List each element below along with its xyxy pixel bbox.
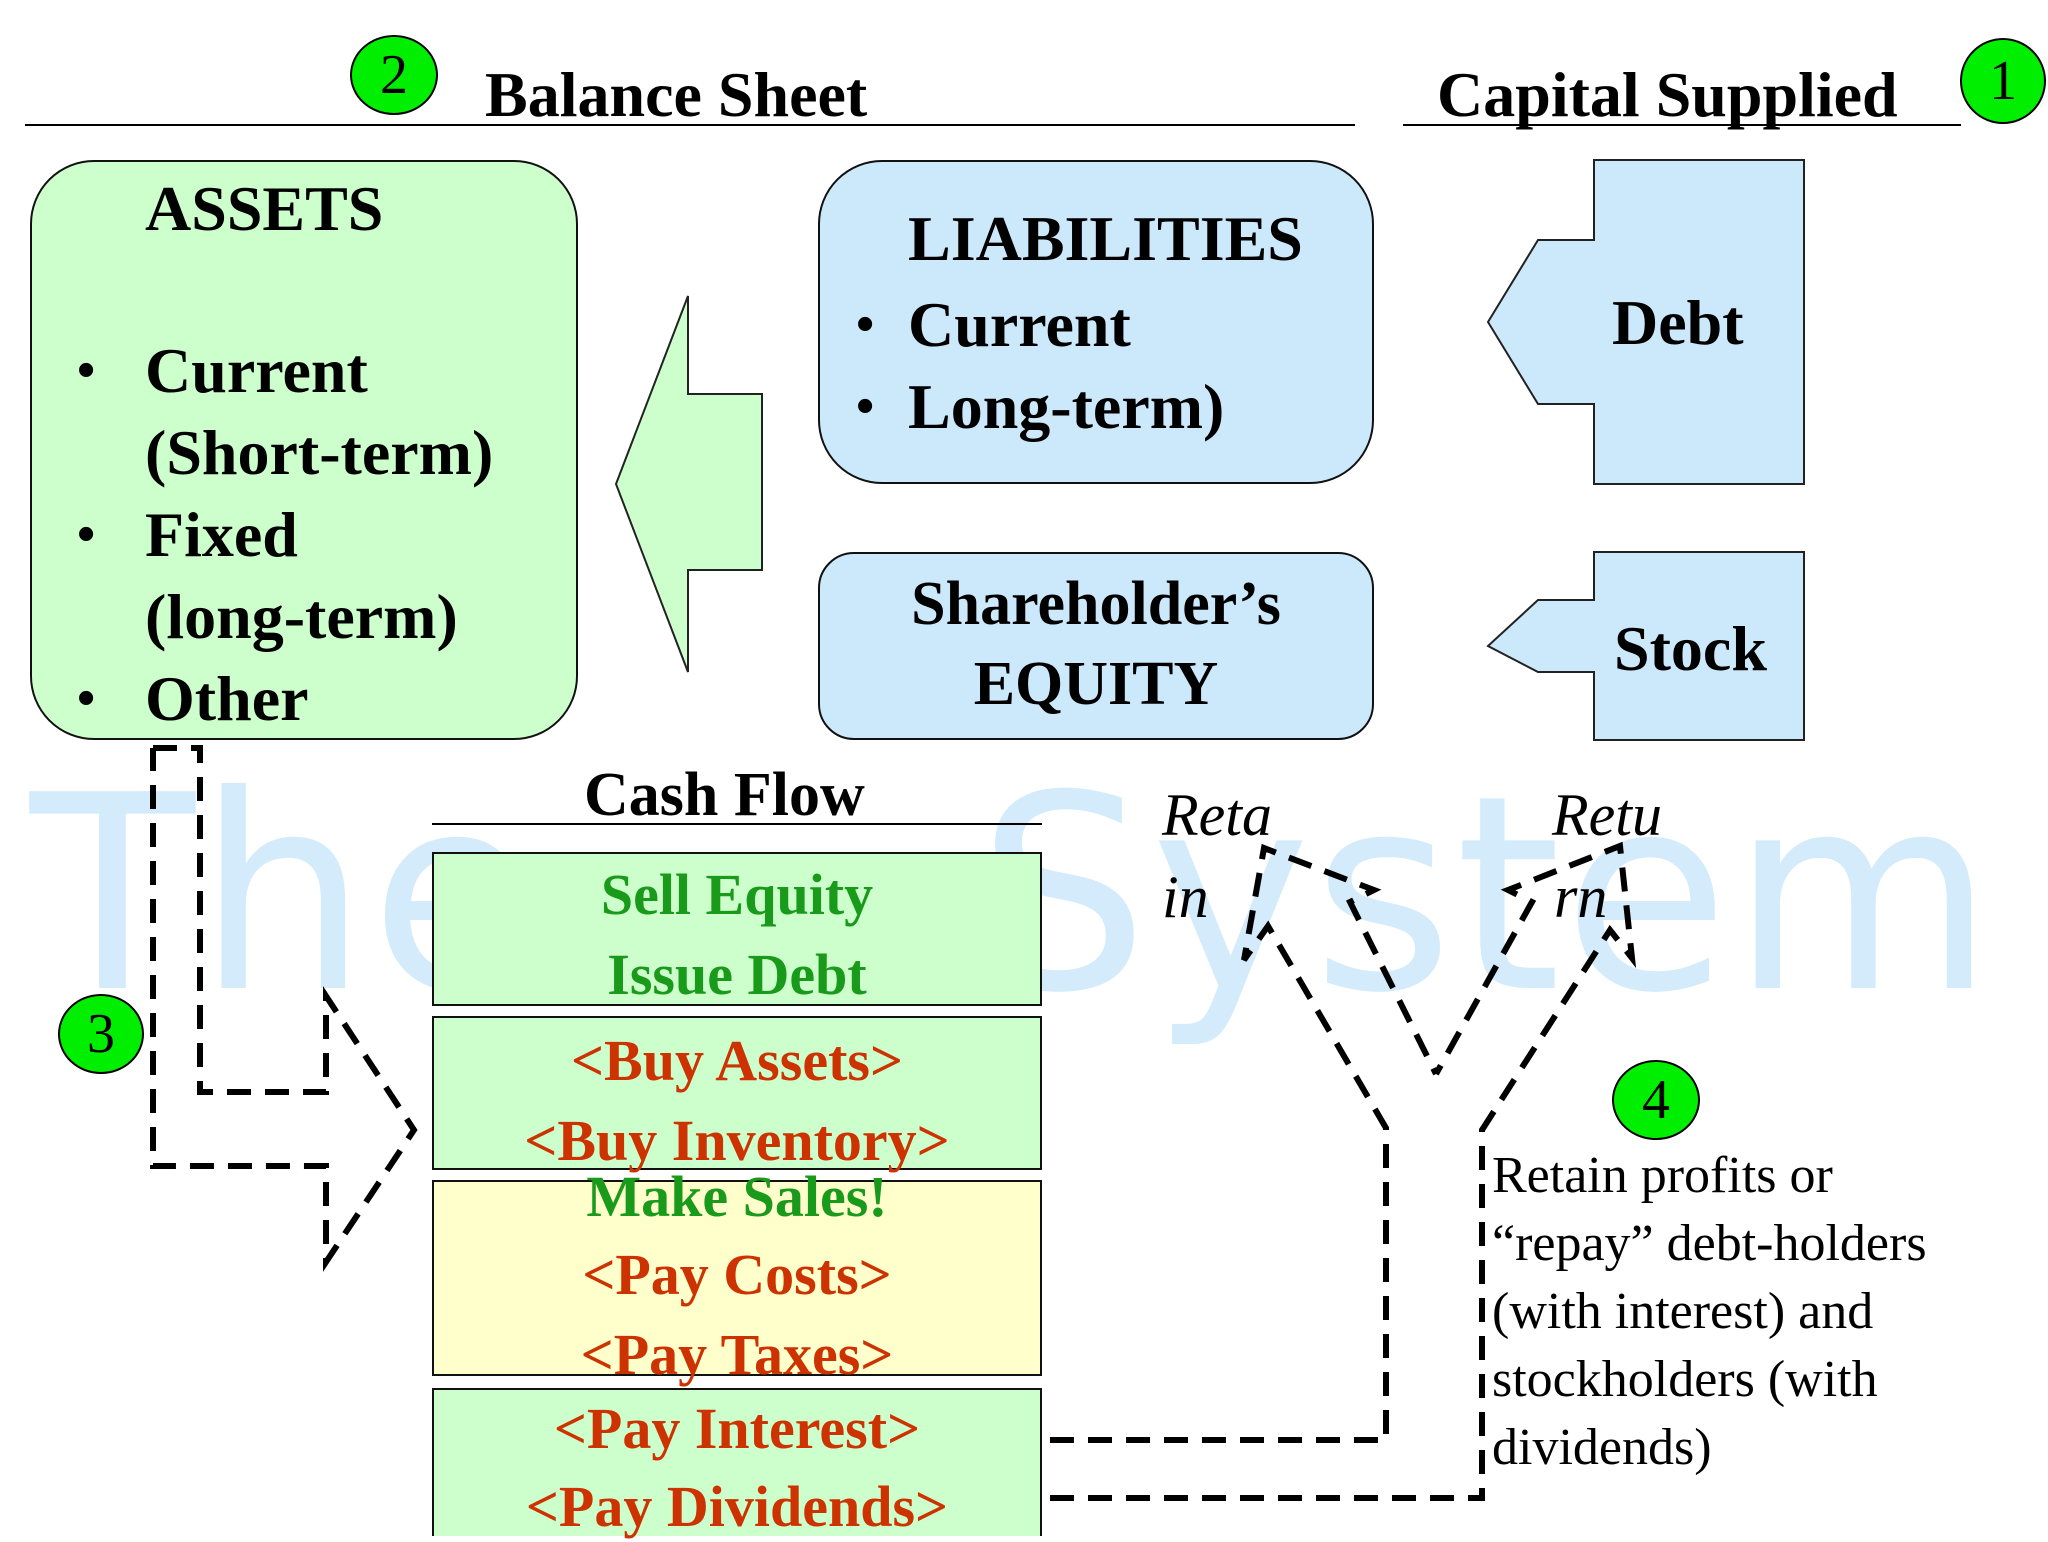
assets-item-other: • Other bbox=[77, 658, 493, 740]
retain-label-line-1: Reta bbox=[1162, 782, 1272, 848]
balance-sheet-heading: Balance Sheet bbox=[485, 59, 868, 130]
note-line-4: stockholders (with bbox=[1492, 1351, 1878, 1408]
note-line-3: (with interest) and bbox=[1492, 1283, 1874, 1340]
operating-box: Make Sales! <Pay Costs> <Pay Taxes> bbox=[432, 1164, 1042, 1387]
return-arrow bbox=[1050, 841, 1637, 1501]
step-badge-3: 3 bbox=[58, 994, 144, 1074]
debt-arrow bbox=[1486, 159, 1805, 485]
financing-box: Sell Equity Issue Debt bbox=[432, 852, 1042, 1007]
investing-line-2: <Buy Inventory> bbox=[524, 1108, 950, 1173]
liabilities-title: LIABILITIES bbox=[908, 203, 1303, 274]
note-line-2: “repay” debt-holders bbox=[1492, 1215, 1927, 1272]
watermark-text: The System bbox=[30, 737, 1997, 1052]
note-line-5: dividends) bbox=[1492, 1419, 1712, 1476]
equity-line-1: Shareholder’s bbox=[911, 570, 1281, 638]
retain-label-line-2: in bbox=[1162, 864, 1209, 930]
return-label-line-1: Retu bbox=[1552, 782, 1662, 848]
bullet-icon: • bbox=[77, 342, 96, 399]
assets-title: ASSETS bbox=[145, 173, 384, 244]
assets-item-current: • Current bbox=[77, 330, 493, 412]
cash-flow-heading: Cash Flow bbox=[584, 761, 865, 829]
assets-item-fixed: • Fixed bbox=[77, 494, 493, 576]
liabilities-item-current: • Current bbox=[856, 284, 1224, 366]
distribution-line-1: <Pay Interest> bbox=[553, 1396, 921, 1461]
liabilities-box: LIABILITIES • Current • Long-term) bbox=[818, 160, 1374, 484]
equity-box: Shareholder’s EQUITY bbox=[818, 552, 1374, 740]
financing-line-1: Sell Equity bbox=[600, 862, 874, 927]
operating-line-2: <Pay Costs> bbox=[582, 1242, 892, 1307]
split-note: Retain profits or “repay” debt-holders (… bbox=[1492, 1142, 1927, 1482]
bullet-icon: • bbox=[77, 670, 96, 727]
equity-line-2: EQUITY bbox=[973, 650, 1219, 718]
financing-line-2: Issue Debt bbox=[607, 942, 867, 1007]
return-label-line-2: rn bbox=[1554, 864, 1608, 930]
operating-line-3: <Pay Taxes> bbox=[580, 1322, 894, 1387]
liabilities-list: • Current • Long-term) bbox=[856, 284, 1224, 448]
step-badge-2: 2 bbox=[350, 35, 438, 115]
assets-list: • Current (Short-term) • Fixed (long-ter… bbox=[77, 330, 494, 740]
balance-arrow bbox=[614, 295, 763, 673]
investing-box: <Buy Assets> <Buy Inventory> bbox=[432, 1016, 1042, 1173]
capital-supplied-heading: Capital Supplied bbox=[1437, 59, 1898, 130]
bullet-icon: • bbox=[856, 378, 875, 435]
capital-supplied-rule bbox=[1403, 124, 1961, 126]
assets-box: ASSETS • Current (Short-term) • Fixed (l… bbox=[30, 160, 578, 740]
bullet-icon: • bbox=[77, 506, 96, 563]
assets-to-cashflow-arrow bbox=[150, 745, 418, 1272]
debt-label: Debt bbox=[1612, 287, 1744, 358]
assets-item-current-note: (Short-term) bbox=[145, 417, 494, 488]
operating-line-1: Make Sales! bbox=[586, 1164, 888, 1229]
distribution-box: <Pay Interest> <Pay Dividends> bbox=[432, 1388, 1042, 1539]
assets-item-fixed-note: (long-term) bbox=[145, 581, 458, 652]
stock-label: Stock bbox=[1614, 613, 1767, 684]
bullet-icon: • bbox=[856, 296, 875, 353]
liabilities-item-long-term: • Long-term) bbox=[856, 366, 1224, 448]
step-badge-1: 1 bbox=[1960, 38, 2046, 124]
retain-arrow bbox=[1050, 843, 1439, 1443]
distribution-line-2: <Pay Dividends> bbox=[525, 1474, 949, 1539]
step-badge-4: 4 bbox=[1612, 1060, 1700, 1140]
note-line-1: Retain profits or bbox=[1492, 1147, 1833, 1204]
investing-line-1: <Buy Assets> bbox=[571, 1028, 903, 1093]
stock-arrow bbox=[1486, 551, 1805, 741]
balance-sheet-rule bbox=[25, 124, 1355, 126]
